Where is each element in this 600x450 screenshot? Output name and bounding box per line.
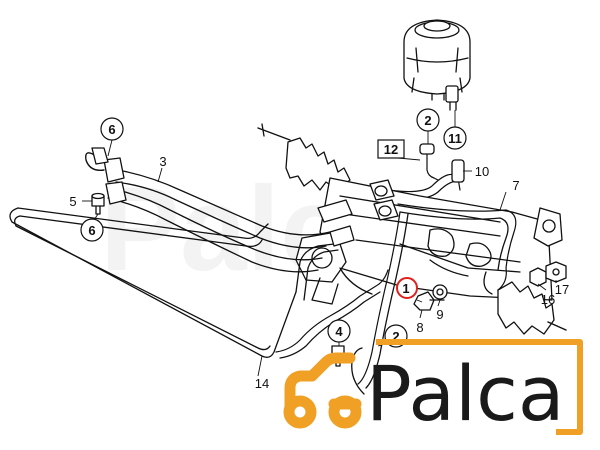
callout-16[interactable]: 16 [541,292,555,307]
svg-text:2: 2 [424,113,431,128]
palca-logo: Palca [283,339,583,438]
nut-16-illustration [529,267,547,287]
svg-text:8: 8 [416,320,423,335]
svg-text:12: 12 [384,142,398,157]
svg-text:3: 3 [159,154,166,169]
callout-11[interactable]: 11 [443,126,467,150]
callout-8[interactable]: 8 [416,320,423,335]
bolt-5-illustration [91,192,105,215]
logo-border [376,339,583,435]
svg-text:2: 2 [392,329,399,344]
svg-text:10: 10 [475,164,489,179]
steering-rack-illustration [257,123,567,335]
svg-text:1: 1 [402,281,409,296]
callout-6-lower[interactable]: 6 [80,218,104,242]
bolt-8-illustration [413,291,445,311]
callout-17[interactable]: 17 [555,282,569,297]
callout-6-upper[interactable]: 6 [100,117,124,141]
callout-14[interactable]: 14 [255,376,269,391]
car-icon [283,352,362,429]
callout-3[interactable]: 3 [159,154,166,169]
svg-text:6: 6 [88,223,95,238]
svg-text:4: 4 [335,324,343,339]
nut-17-illustration [545,261,567,283]
parts-drawing [9,19,567,395]
callout-4[interactable]: 4 [327,319,351,343]
svg-text:16: 16 [541,292,555,307]
callout-2-upper[interactable]: 2 [416,108,440,132]
svg-text:9: 9 [436,307,443,322]
reservoir-illustration [403,19,471,111]
svg-text:11: 11 [448,131,462,146]
hose-3-illustration [85,147,331,273]
svg-text:14: 14 [255,376,269,391]
svg-text:6: 6 [108,122,115,137]
callout-1-highlighted[interactable]: 1 [396,277,418,299]
callout-12[interactable]: 12 [377,139,405,159]
callout-9[interactable]: 9 [436,307,443,322]
brand-name: Palca [366,349,564,438]
svg-text:5: 5 [69,194,76,209]
callout-7[interactable]: 7 [512,178,519,193]
callout-10[interactable]: 10 [475,164,489,179]
callout-5[interactable]: 5 [69,194,76,209]
svg-text:7: 7 [512,178,519,193]
svg-text:17: 17 [555,282,569,297]
washer-9-illustration [432,284,448,300]
